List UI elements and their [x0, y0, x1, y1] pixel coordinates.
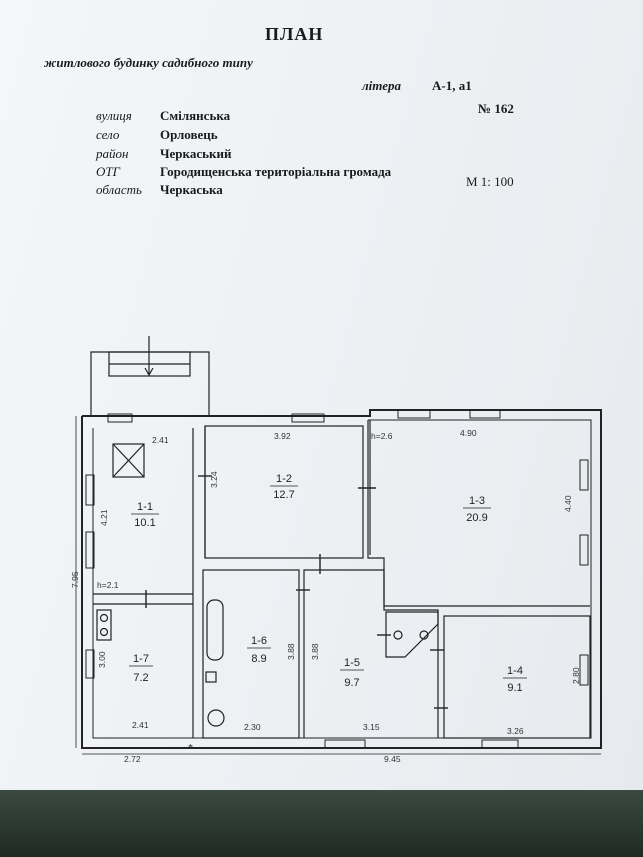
dimension-label: 4.40: [563, 495, 573, 512]
svg-text:*: *: [188, 743, 193, 754]
room-area: 12.7: [273, 489, 294, 501]
dimension-label: 7.95: [70, 571, 80, 588]
dimension-label: 2.80: [571, 667, 581, 684]
room-area: 7.2: [133, 672, 148, 684]
street-value: Смілянська: [160, 108, 231, 123]
room-label: 1-7: [133, 653, 149, 665]
dimension-label: 3.00: [97, 651, 107, 668]
document-number: № 162: [478, 101, 514, 116]
room-label: 1-5: [344, 657, 360, 669]
dimension-label: h=2.6: [371, 431, 393, 441]
room-area: 10.1: [134, 517, 155, 529]
dimension-label: 3.24: [209, 471, 219, 488]
region-label: область: [96, 182, 142, 197]
dimension-label: 3.88: [310, 643, 320, 660]
dimension-label: 4.21: [99, 509, 109, 526]
dimension-label: 2.41: [152, 435, 169, 445]
litera-label: літера: [362, 78, 401, 93]
room-label: 1-4: [507, 665, 523, 677]
community-label: ОТГ: [96, 164, 121, 179]
district-label: район: [96, 146, 129, 161]
community-value: Городищенська територіальна громада: [160, 164, 392, 179]
document-title: ПЛАН: [265, 24, 324, 44]
dimension-label: 3.15: [363, 722, 380, 732]
document-subtitle: житлового будинку садибного типу: [44, 55, 253, 70]
litera-value: А-1, а1: [432, 78, 472, 93]
background-surface: [0, 790, 643, 857]
room-label: 1-6: [251, 635, 267, 647]
dimension-label: 2.30: [244, 722, 261, 732]
room-area: 20.9: [466, 512, 487, 524]
village-value: Орловець: [160, 127, 218, 142]
village-label: село: [96, 127, 120, 142]
district-value: Черкаський: [160, 146, 232, 161]
dimension-label: 3.26: [507, 726, 524, 736]
region-value: Черкаська: [160, 182, 223, 197]
street-label: вулиця: [96, 108, 132, 123]
dimension-label: 3.92: [274, 431, 291, 441]
room-label: 1-3: [469, 495, 485, 507]
room-area: 9.7: [344, 677, 359, 689]
room-label: 1-1: [137, 501, 153, 513]
room-area: 9.1: [507, 682, 522, 694]
room-label: 1-2: [276, 473, 292, 485]
dimension-label: 3.88: [286, 643, 296, 660]
dimension-label: 2.72: [124, 754, 141, 764]
dimension-label: 2.41: [132, 720, 149, 730]
dimension-label: h=2.1: [97, 580, 119, 590]
dimension-label: 4.90: [460, 428, 477, 438]
room-area: 8.9: [251, 653, 266, 665]
scale-label: М 1: 100: [466, 174, 514, 189]
dimension-label: 9.45: [384, 754, 401, 764]
outer-wall: [81, 409, 602, 749]
